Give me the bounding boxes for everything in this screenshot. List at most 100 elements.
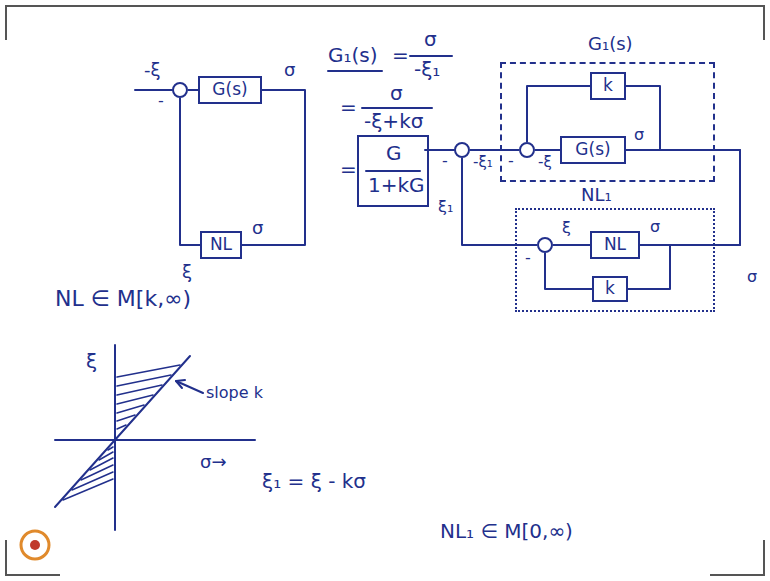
- group-heading: NL₁: [581, 185, 612, 206]
- equation-sign: =: [392, 44, 409, 67]
- input-wire: [425, 149, 454, 151]
- junction-circle: [520, 143, 534, 157]
- sign-label: -: [158, 92, 164, 110]
- sector-condition: NL ∈ M[k,∞): [55, 286, 191, 311]
- sigma-axis: [55, 439, 255, 441]
- hatch: [108, 447, 113, 450]
- sign-label: -: [508, 152, 514, 170]
- signal-wire: [535, 149, 560, 151]
- xi-axis: [114, 345, 116, 530]
- denominator: 1+kG: [368, 174, 425, 197]
- hatch: [117, 395, 153, 404]
- hatch: [81, 465, 113, 480]
- signal-name: σ: [634, 126, 644, 144]
- signal-wire: [626, 150, 740, 289]
- sector-hatch: [63, 365, 180, 500]
- frame-bottom-right: [710, 540, 764, 575]
- signal-wire: [626, 86, 660, 150]
- sign-label: -: [442, 152, 448, 170]
- slope-line: [55, 356, 190, 507]
- transfer-block: G(s): [198, 76, 262, 104]
- junction-circle: [455, 143, 469, 157]
- nonlinearity-block: NL: [590, 231, 640, 259]
- numerator: σ: [424, 28, 437, 51]
- hatch: [117, 405, 144, 413]
- logo-ring: [21, 531, 49, 559]
- summing-junction: -: [172, 82, 188, 98]
- input-wire: [135, 89, 172, 91]
- slope-note: slope k: [206, 384, 263, 402]
- junction-circle: [173, 83, 187, 97]
- signal-name: σ: [284, 60, 295, 81]
- block-label: NL: [604, 235, 626, 255]
- junction-outline: [454, 142, 470, 158]
- signal-wire: [553, 244, 590, 246]
- junction-outline: [519, 142, 535, 158]
- denominator: -ξ+kσ: [364, 110, 423, 133]
- signal-name: ξ: [562, 219, 571, 237]
- signal-wire: [527, 86, 590, 142]
- hatch: [117, 415, 135, 421]
- hatch: [117, 385, 162, 395]
- leader-arrowhead: [176, 380, 185, 388]
- group-heading: G₁(s): [588, 34, 633, 55]
- fraction-bar: [362, 107, 432, 109]
- hatch: [117, 375, 171, 386]
- transfer-block: G(s): [560, 136, 626, 164]
- nonlinearity-block: NL: [200, 231, 242, 259]
- signal-name: ξ: [182, 262, 192, 283]
- denominator: -ξ₁: [414, 58, 440, 81]
- block-label: G(s): [212, 80, 247, 100]
- gain-block: k: [590, 72, 626, 100]
- hatch: [90, 458, 113, 470]
- summing-junction: -: [519, 142, 535, 158]
- page-frame: [6, 6, 764, 575]
- block-label: k: [603, 76, 613, 96]
- signal-name: -ξ₁: [473, 154, 493, 171]
- equation-sign: =: [340, 96, 357, 119]
- equation-term: G₁(s): [328, 44, 378, 67]
- hatch: [117, 425, 126, 429]
- signal-name: -ξ: [538, 154, 552, 171]
- logo-dot: [30, 540, 40, 550]
- equation-sign: =: [340, 158, 357, 181]
- block-label: NL: [210, 235, 232, 255]
- signal-name: σ: [252, 218, 263, 239]
- junction-circle: [538, 238, 552, 252]
- signal-wire: [626, 150, 740, 245]
- result-box: [358, 136, 428, 206]
- dashed-group: G₁(s)k-G(s): [500, 62, 715, 182]
- signal-wire: [470, 149, 519, 151]
- junction-outline: [172, 82, 188, 98]
- summing-junction: -: [537, 237, 553, 253]
- signal-wire: [180, 98, 200, 245]
- signal-wire: [545, 253, 592, 289]
- axis-label: σ→: [200, 452, 227, 473]
- sector-condition: NL₁ ∈ M[0,∞): [440, 520, 573, 543]
- summing-junction: -: [454, 142, 470, 158]
- numerator: G: [386, 142, 402, 165]
- signal-wire: [242, 90, 305, 245]
- block-label: G(s): [575, 140, 610, 160]
- frame-top: [6, 6, 764, 40]
- signal-name: σ: [747, 268, 757, 286]
- hatch: [63, 479, 113, 500]
- signal-name: ξ₁: [438, 198, 453, 216]
- junction-outline: [537, 237, 553, 253]
- axis-label: ξ: [86, 350, 97, 373]
- signal-name: σ: [650, 218, 660, 236]
- gain-block: k: [592, 276, 628, 302]
- underline: [328, 70, 382, 72]
- numerator: σ: [390, 82, 403, 105]
- dotted-group: NL₁-NLk: [515, 208, 715, 312]
- leader-line: [176, 381, 203, 393]
- sign-label: -: [525, 249, 531, 267]
- signal-name: -ξ: [144, 60, 161, 81]
- signal-wire: [188, 89, 198, 91]
- equation: ξ₁ = ξ - kσ: [262, 470, 366, 493]
- logo: [21, 531, 49, 559]
- block-label: k: [605, 279, 615, 299]
- fraction-bar: [410, 55, 452, 57]
